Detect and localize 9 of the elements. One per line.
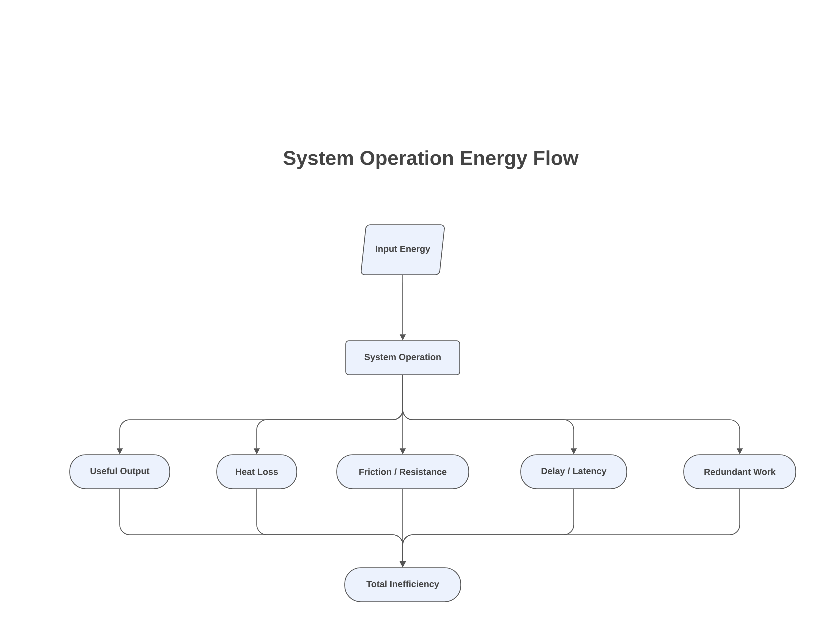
rounded-node: Total Inefficiency bbox=[344, 568, 462, 602]
rounded-node: Heat Loss bbox=[216, 454, 298, 490]
rounded-node: Delay / Latency bbox=[520, 454, 628, 490]
rounded-node: Redundant Work bbox=[684, 454, 796, 490]
process-box: System Operation bbox=[346, 340, 460, 376]
input-parallelogram: Input Energy bbox=[361, 224, 445, 276]
rounded-node: Friction / Resistance bbox=[336, 454, 470, 490]
title: System Operation Energy Flow bbox=[284, 150, 579, 170]
rounded-node: Useful Output bbox=[70, 454, 170, 490]
